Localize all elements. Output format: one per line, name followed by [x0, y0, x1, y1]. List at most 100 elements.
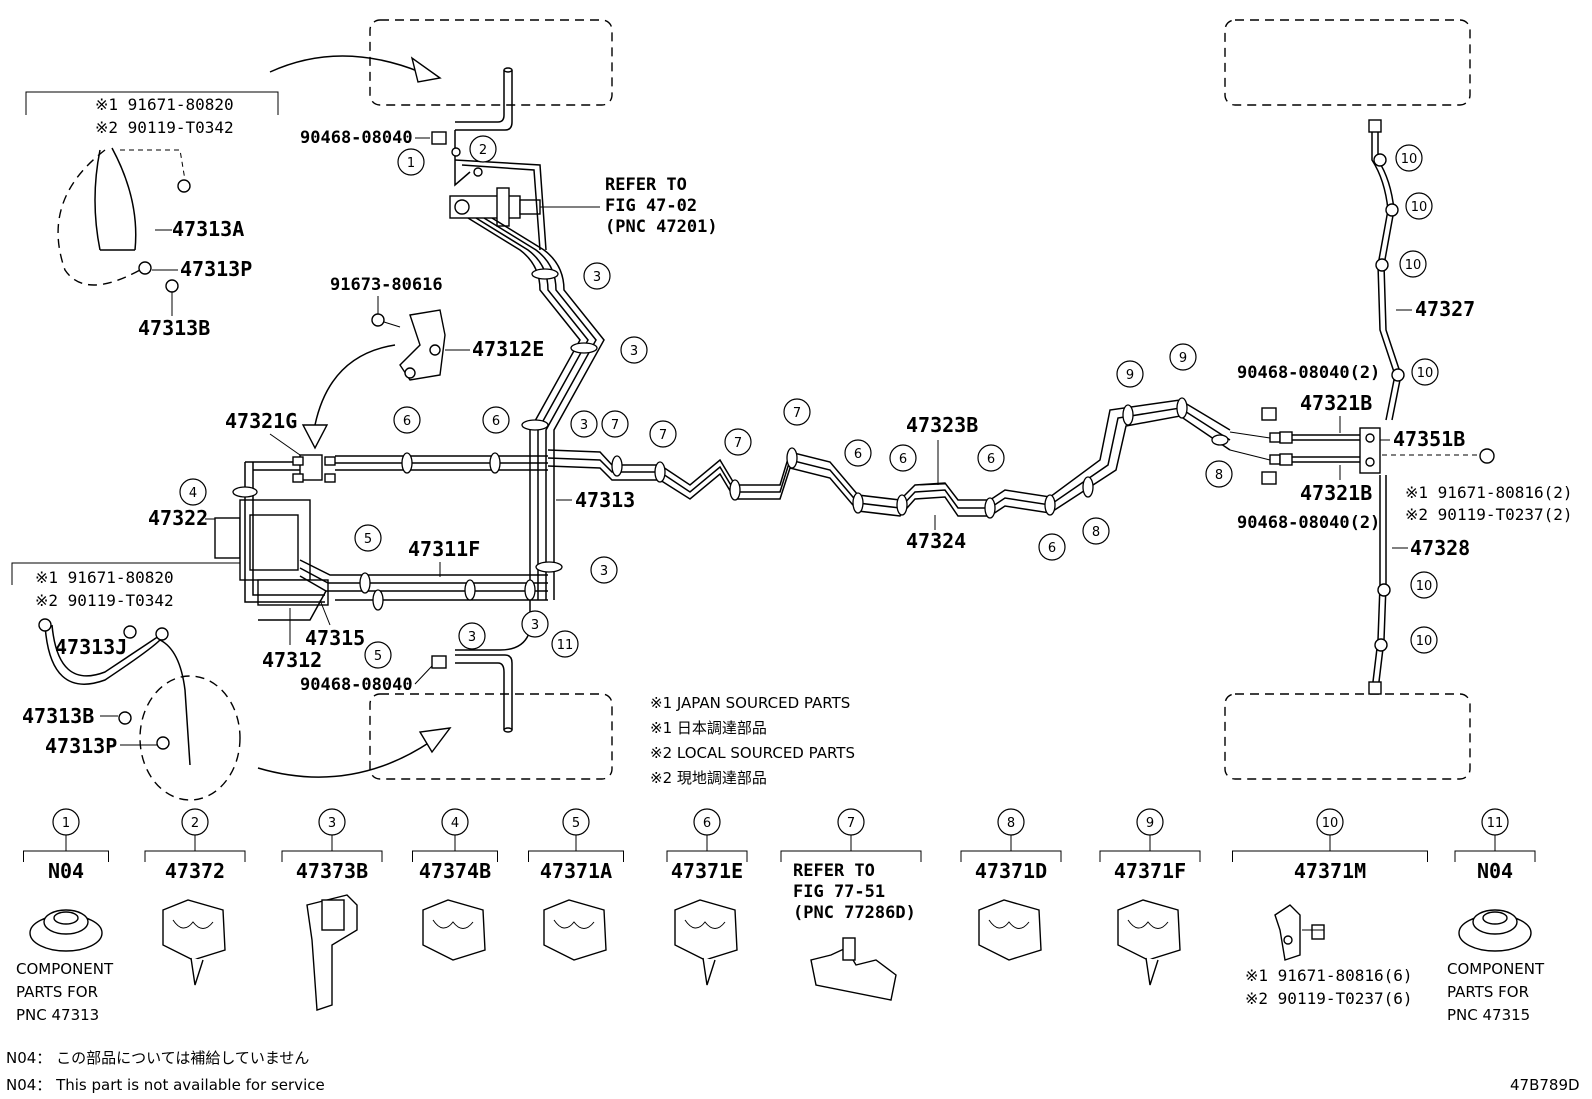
callout-number: 3 [468, 630, 476, 645]
part-47312: 47312 [262, 648, 322, 672]
tube-upper-horizontal: 47323B 47324 [335, 397, 1231, 553]
clamp-note-line: PNC 47315 [1447, 1006, 1530, 1024]
callout-circle [551, 630, 579, 658]
callout-number: 10 [1401, 152, 1418, 167]
part-47321B-top: 47321B [1300, 391, 1372, 415]
callout-7-marker: 7 [783, 398, 811, 426]
callout-6-marker: 6 [482, 406, 510, 434]
hose-group-top-left: ※1 91671-80820 ※2 90119-T0342 47313A 473… [25, 91, 279, 340]
callout-10-marker: 10 [1405, 192, 1433, 220]
callout-circle [649, 420, 677, 448]
hose-47328: 47328 [1368, 475, 1470, 695]
part-90468-08040-top: 90468-08040 [300, 128, 413, 148]
callout-number: 2 [479, 143, 487, 158]
clamp-callout-number: 8 [1007, 816, 1015, 831]
callout-number: 10 [1416, 579, 1433, 594]
callout-10-marker: 10 [1399, 250, 1427, 278]
callout-number: 6 [899, 452, 907, 467]
callout-circle [482, 406, 510, 434]
clamp-callout-number: 4 [451, 816, 459, 831]
callout-6-marker: 6 [844, 439, 872, 467]
callout-10-marker: 10 [1395, 144, 1423, 172]
clamp-part-number: 47371D [975, 859, 1047, 883]
part-47313J: 47313J [55, 635, 127, 659]
bolt-note-tl-2: ※2 90119-T0342 [95, 118, 234, 137]
callout-circle [1399, 250, 1427, 278]
callout-8-marker: 8 [1082, 517, 1110, 545]
clamp-callout-number: 6 [703, 816, 711, 831]
legend-local-en: ※2 LOCAL SOURCED PARTS [650, 744, 855, 762]
part-47313A: 47313A [172, 217, 244, 241]
clamp-callout-number: 3 [328, 816, 336, 831]
callout-10-marker: 10 [1411, 358, 1439, 386]
callout-number: 3 [531, 618, 539, 633]
callout-8-marker: 8 [1205, 460, 1233, 488]
clamp-callout-number: 9 [1146, 816, 1154, 831]
tube-lower-horizontal: 47311F [258, 537, 548, 651]
callout-5-marker: 5 [354, 524, 382, 552]
tube-top-center: 90468-08040 [300, 67, 513, 187]
callout-number: 5 [364, 532, 372, 547]
legend-japan-jp: ※1 日本調達部品 [650, 719, 767, 737]
callout-5-marker: 5 [364, 641, 392, 669]
part-47324: 47324 [906, 529, 966, 553]
bolt-note-r-2: ※2 90119-T0237(2) [1405, 505, 1573, 524]
part-47313B-top: 47313B [138, 316, 210, 340]
part-91673-80616: 91673-80616 [330, 275, 443, 295]
part-47321B-bottom: 47321B [1300, 481, 1372, 505]
callout-number: 6 [492, 414, 500, 429]
callout-2-marker: 2 [469, 135, 497, 163]
clamp-refer-line: (PNC 77286D) [793, 903, 916, 923]
callout-7-marker: 7 [601, 410, 629, 438]
actuator-assembly [214, 454, 336, 606]
callout-number: 6 [403, 414, 411, 429]
callout-circle [620, 336, 648, 364]
clamp-refer-line: FIG 77-51 [793, 882, 885, 902]
part-47313P-bottom: 47313P [45, 734, 117, 758]
part-47328: 47328 [1410, 536, 1470, 560]
callout-3-marker: 3 [620, 336, 648, 364]
callout-11-marker: 11 [551, 630, 579, 658]
clamp-part-number: 47371A [540, 859, 612, 883]
part-90468-08040-2-top: 90468-08040(2) [1237, 363, 1380, 383]
bolt-note-bl-1: ※1 91671-80820 [35, 568, 174, 587]
clamp-callout-number: 5 [572, 816, 580, 831]
callout-10-marker: 10 [1410, 626, 1438, 654]
bolt-note-bl-2: ※2 90119-T0342 [35, 591, 174, 610]
clamp-callout-number: 10 [1322, 816, 1339, 831]
part-47312E: 47312E [472, 337, 544, 361]
callout-9-marker: 9 [1116, 360, 1144, 388]
callout-circle [570, 410, 598, 438]
clamp-item-5: 5 47371A [528, 808, 624, 961]
legend: ※1 JAPAN SOURCED PARTS ※1 日本調達部品 ※2 LOCA… [650, 694, 855, 787]
clamp-part-number: N04 [1477, 859, 1513, 883]
clamp-item-8: 8 47371D [960, 808, 1062, 961]
part-47327: 47327 [1415, 297, 1475, 321]
part-47321G: 47321G [225, 409, 297, 433]
refer-line-2: FIG 47-02 [605, 196, 697, 216]
diagram-code: 47B789D [1510, 1076, 1580, 1094]
callout-6-marker: 6 [1038, 533, 1066, 561]
part-47313: 47313 [575, 488, 635, 512]
callout-number: 6 [987, 452, 995, 467]
part-90468-08040-bottom: 90468-08040 [300, 675, 413, 695]
region-box-bottom-right [1224, 693, 1471, 780]
clamp-note-line: ※1 91671-80816(6) [1245, 966, 1413, 985]
clamp-item-9: 9 47371F [1099, 808, 1201, 986]
clamp-callout-number: 11 [1487, 816, 1504, 831]
clamp-part-number: 47372 [165, 859, 225, 883]
callout-circle [977, 444, 1005, 472]
clamp-note-line: ※2 90119-T0237(6) [1245, 989, 1413, 1008]
callout-number: 9 [1179, 351, 1187, 366]
callout-6-marker: 6 [977, 444, 1005, 472]
clamp-part-number: 47371F [1114, 859, 1186, 883]
callout-number: 3 [580, 418, 588, 433]
callout-3-marker: 3 [458, 622, 486, 650]
callout-circle [397, 148, 425, 176]
footer-n04-en: N04： This part is not available for serv… [6, 1076, 325, 1094]
refer-line-1: REFER TO [605, 175, 687, 195]
callout-number: 10 [1417, 366, 1434, 381]
